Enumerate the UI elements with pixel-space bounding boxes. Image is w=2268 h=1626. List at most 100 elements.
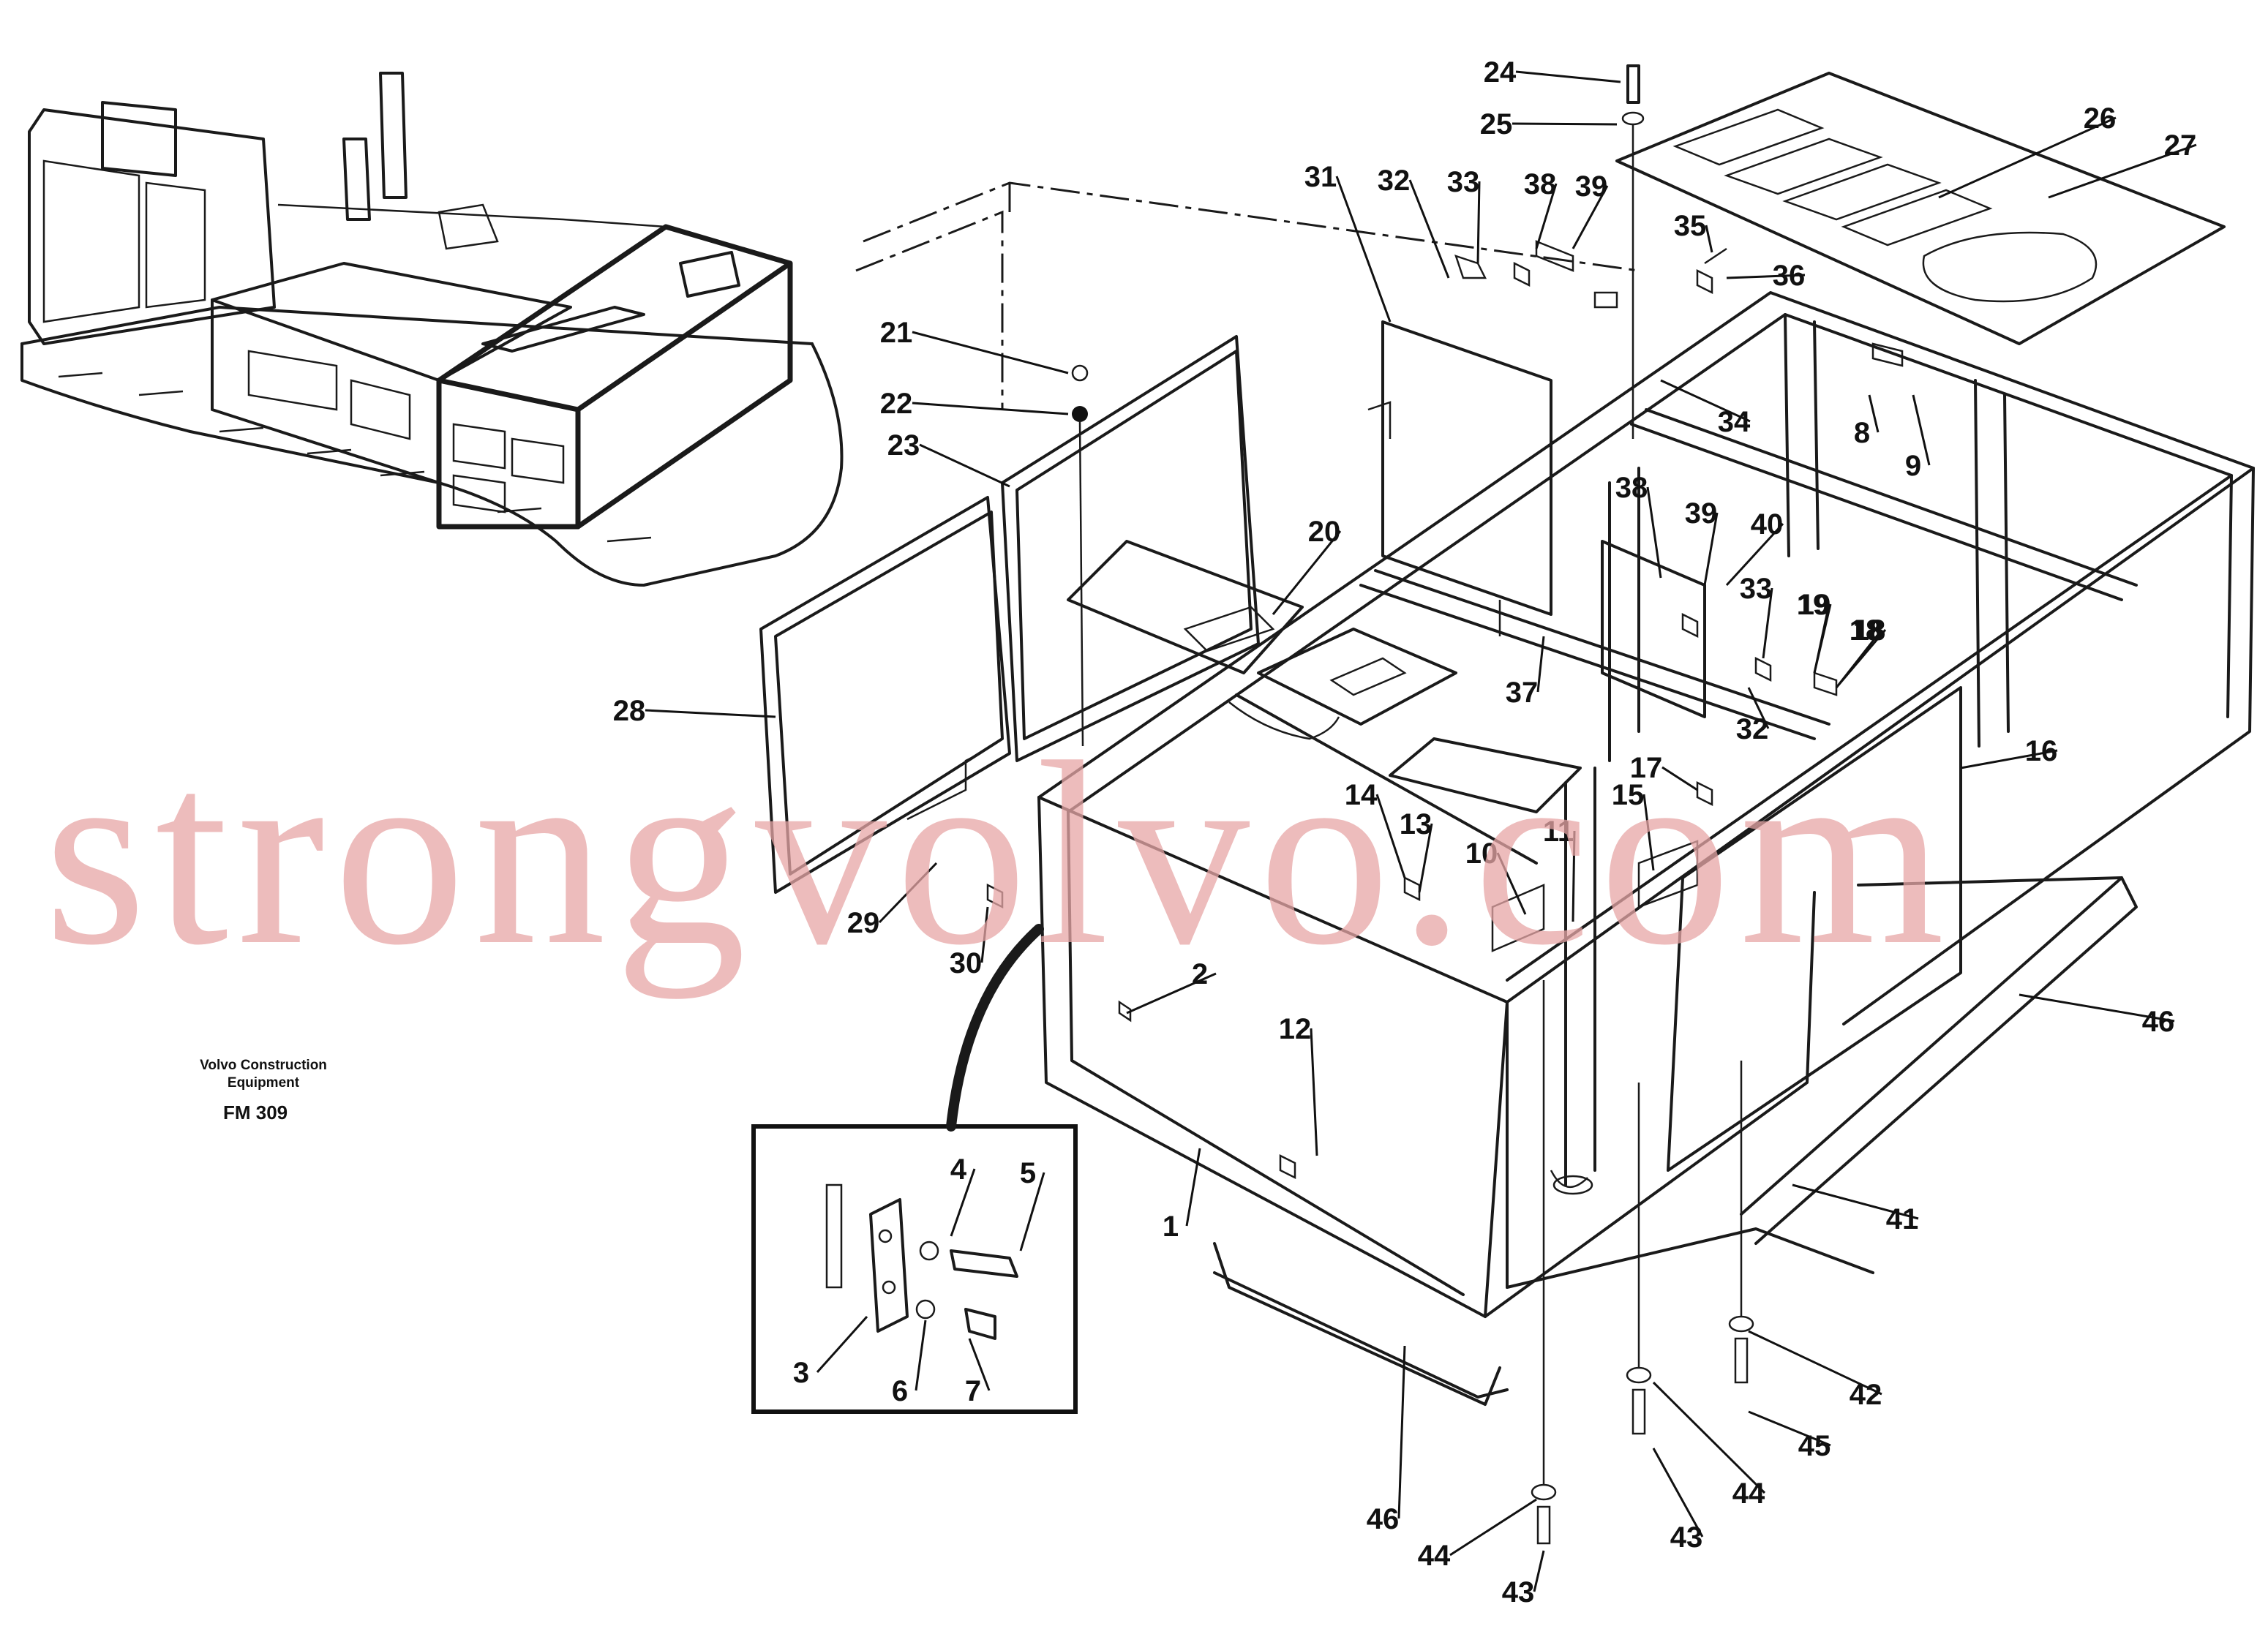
callout-number: 10: [1465, 838, 1498, 870]
callout-leader-line: [1418, 823, 1433, 893]
callout-leader-line: [1572, 185, 1609, 249]
callout-number: 12: [1279, 1013, 1312, 1045]
callout-leader-line: [1747, 687, 1770, 729]
frame-assembly: [855, 181, 2255, 1318]
callout-leader-line: [950, 1168, 976, 1237]
callout-number: 16: [2025, 735, 2058, 767]
callout-number: 7: [965, 1375, 981, 1407]
callout-leader-line: [1748, 1410, 1831, 1447]
caption-line-2: Equipment: [228, 1075, 300, 1091]
callout-number: 41: [1886, 1203, 1919, 1235]
callout-leader-line: [1725, 522, 1784, 587]
callout-leader-line: [1792, 1183, 1919, 1220]
callout-leader-line: [1652, 1381, 1766, 1494]
callout-leader-line: [919, 443, 1010, 488]
callout-leader-line: [1496, 852, 1527, 915]
callout-leader-line: [1572, 830, 1576, 922]
callout-leader-line: [1726, 274, 1806, 279]
callout-number: 19: [1797, 589, 1830, 621]
callout-number: 8: [1854, 417, 1870, 449]
fastener-hardware: [986, 64, 1904, 1545]
callout-number: 45: [1798, 1430, 1831, 1462]
callout-leader-line: [1408, 179, 1450, 279]
callout-number: 23: [887, 429, 920, 462]
callout-leader-line: [1705, 225, 1713, 253]
callout-number: 46: [2142, 1006, 2175, 1038]
callout-leader-line: [1375, 794, 1406, 878]
callout-number: 28: [613, 695, 646, 727]
side-door-panels: [759, 335, 1260, 894]
callout-number: 1: [1163, 1211, 1179, 1243]
callout-number: 30: [950, 947, 983, 979]
callout-number: 33: [1740, 573, 1773, 605]
machine-overview-illustration: [20, 72, 844, 587]
tray-and-grille: [1067, 540, 1582, 813]
callout-number: 32: [1736, 713, 1769, 745]
callout-leader-line: [1646, 486, 1662, 579]
callout-leader-line: [1515, 70, 1621, 83]
callout-number: 3: [793, 1357, 809, 1389]
callout-leader-line: [1912, 394, 1931, 466]
callout-number: 5: [1020, 1157, 1036, 1189]
callout-leader-line: [912, 402, 1069, 415]
callout-leader-line: [2048, 143, 2197, 199]
callout-number: 11: [1543, 816, 1574, 848]
callout-leader-line: [1533, 1550, 1545, 1592]
callout-number: 34: [1718, 406, 1751, 438]
callout-leader-line: [1660, 379, 1751, 423]
callout-leader-line: [1335, 176, 1392, 323]
callout-number: 29: [847, 907, 880, 939]
callout-number: 36: [1773, 260, 1806, 292]
hinge-detail-inset: [751, 924, 1078, 1414]
callout-number: 43: [1502, 1576, 1535, 1608]
callout-leader-line: [1185, 1148, 1201, 1227]
caption-line-1: Volvo Construction: [200, 1058, 327, 1073]
figure-code: FM 309: [223, 1102, 288, 1123]
callout-leader-line: [1449, 1498, 1537, 1557]
callout-number: 2: [1192, 958, 1208, 990]
callout-number: 20: [1308, 516, 1341, 548]
callout-leader-line: [1938, 116, 2117, 199]
callout-number: 44: [1732, 1478, 1765, 1510]
callout-number: 33: [1447, 166, 1480, 198]
callout-number: 19: [1798, 589, 1831, 621]
callout-leader-line: [1703, 512, 1719, 586]
top-cover-plate: [1615, 72, 2226, 345]
callout-number: 37: [1506, 677, 1539, 709]
callout-leader-line: [1748, 1330, 1882, 1396]
callout-number: 21: [880, 317, 913, 349]
callout-number: 42: [1850, 1379, 1882, 1411]
callout-number: 43: [1670, 1521, 1703, 1554]
callout-number: 25: [1480, 108, 1513, 140]
callout-leader-line: [1642, 794, 1655, 871]
callout-number: 39: [1685, 497, 1718, 530]
callout-number: 9: [1905, 450, 1921, 482]
callout-leader-line: [1652, 1448, 1704, 1537]
callout-leader-line: [980, 906, 989, 963]
callout-leader-line: [878, 862, 938, 924]
callout-number: 24: [1484, 56, 1517, 89]
callout-number: 39: [1575, 170, 1608, 203]
callout-number: 18: [1850, 614, 1882, 647]
callout-number: 13: [1400, 808, 1432, 840]
callout-leader-line: [1272, 530, 1342, 615]
callout-number: 44: [1418, 1540, 1451, 1572]
callout-number: 6: [892, 1375, 908, 1407]
callout-number: 26: [2084, 102, 2117, 135]
callout-leader-line: [816, 1315, 868, 1374]
callout-number: 17: [1630, 752, 1663, 784]
callout-leader-line: [1813, 603, 1832, 674]
callout-number: 38: [1524, 168, 1557, 200]
callout-leader-line: [915, 1320, 927, 1391]
callout-leader-line: [1535, 183, 1558, 249]
callout-leader-line: [1868, 394, 1880, 433]
callout-leader-line: [912, 331, 1069, 374]
callout-number: 40: [1751, 508, 1784, 541]
callout-leader-line: [2019, 993, 2175, 1023]
callout-number: 14: [1345, 779, 1378, 811]
callout-leader-line: [1126, 972, 1217, 1015]
callout-number: 32: [1378, 165, 1411, 197]
